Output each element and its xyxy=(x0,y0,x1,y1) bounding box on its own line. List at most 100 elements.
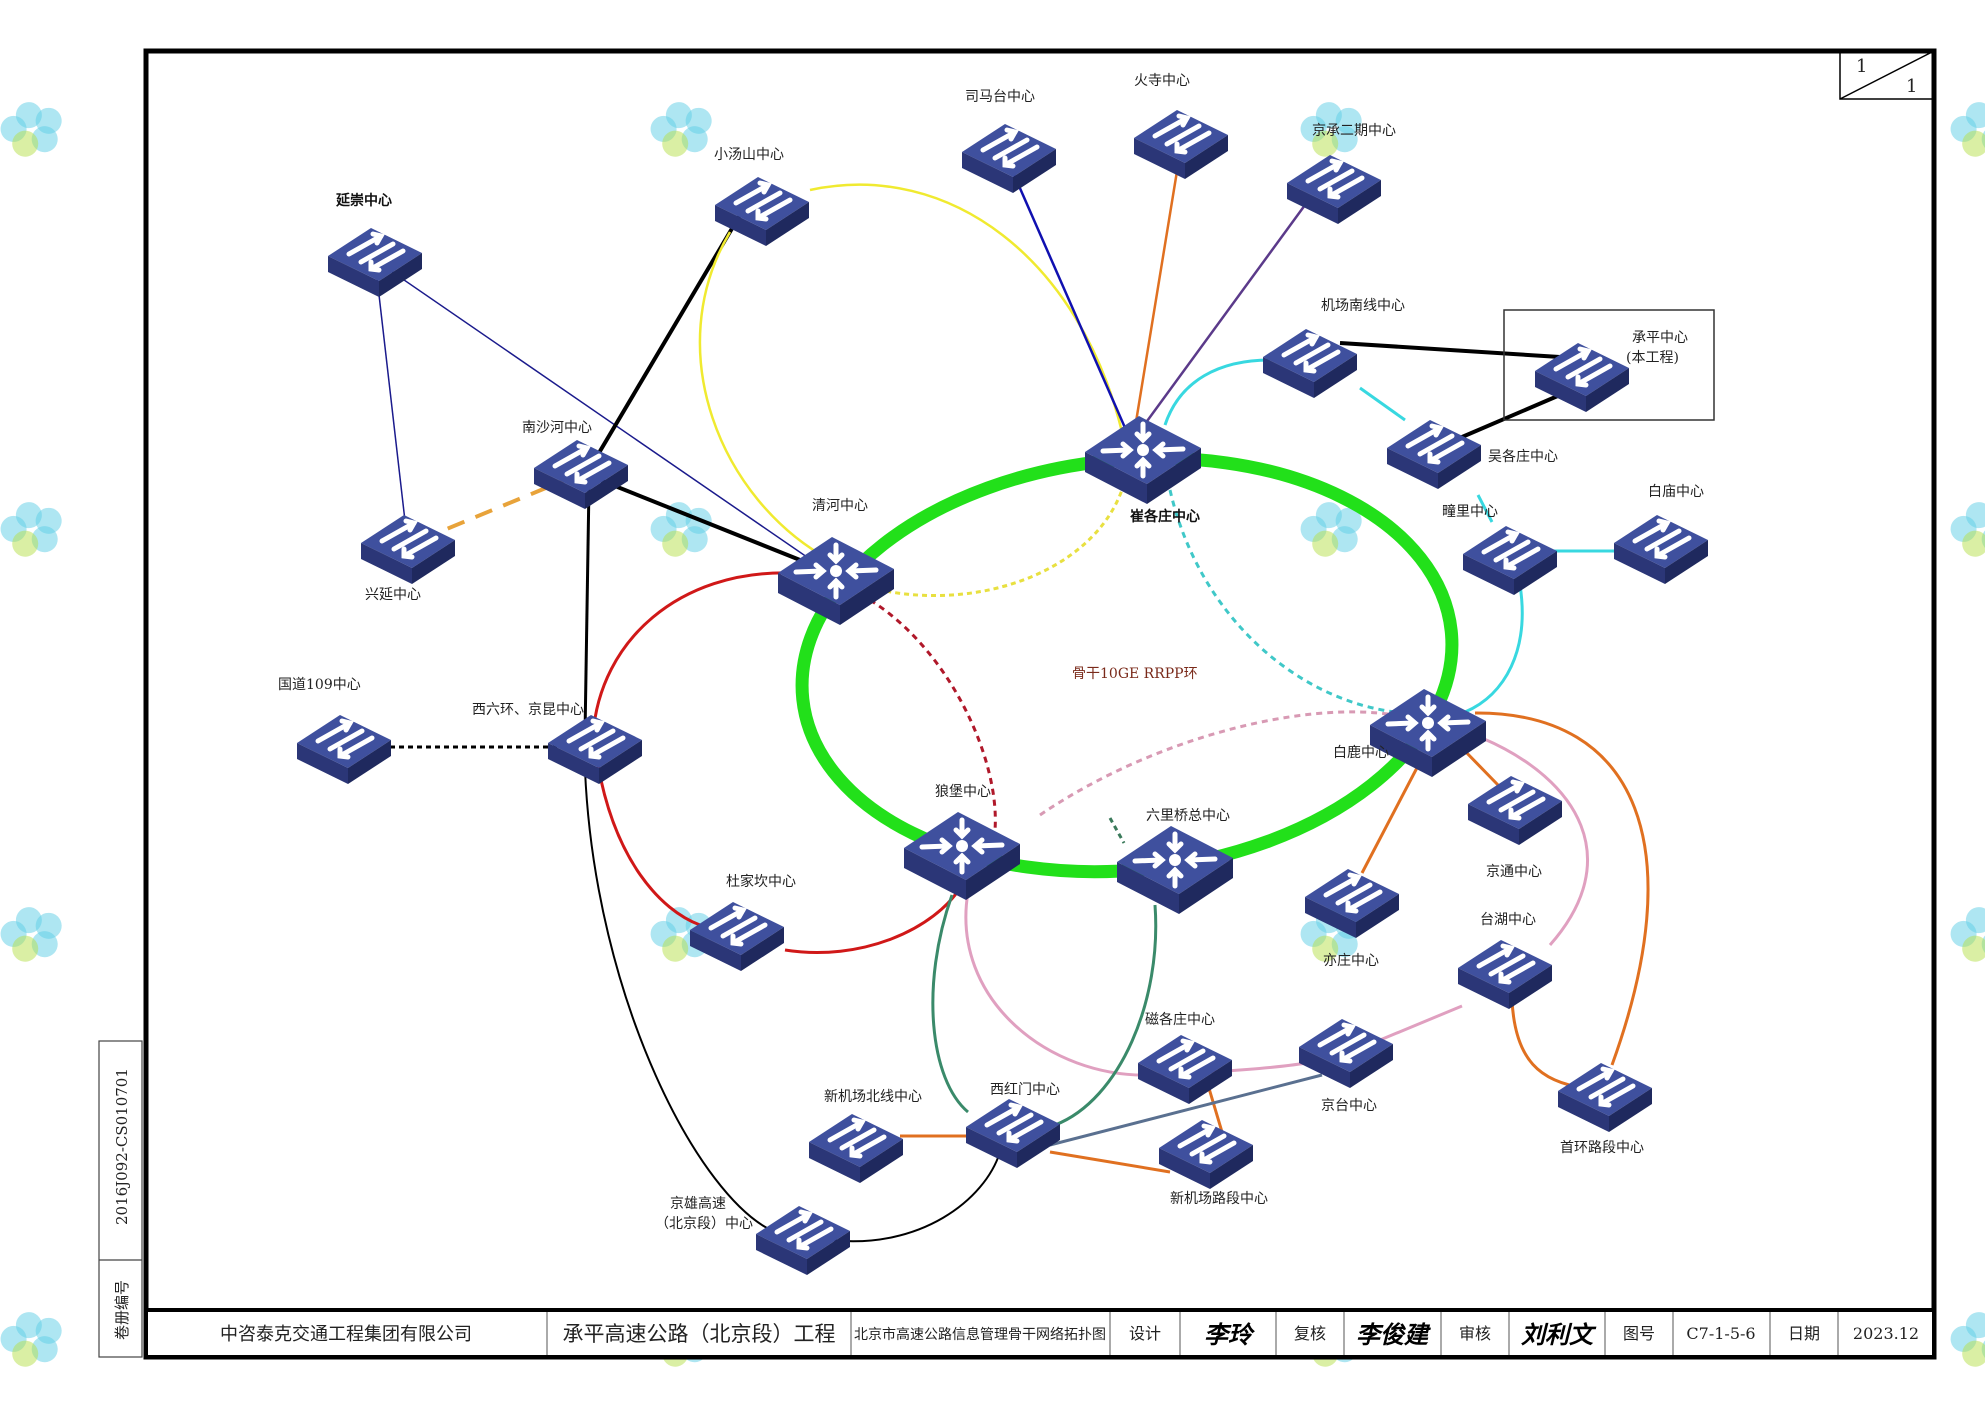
sheet-number: 1 xyxy=(1856,56,1867,77)
node-label: 西红门中心 xyxy=(990,1082,1060,1098)
link-bailu-jingtong xyxy=(1460,746,1500,787)
node-qinghe[interactable]: 清河中心 xyxy=(778,498,894,625)
links xyxy=(374,164,1650,1243)
node-xiaotangshan[interactable]: 小汤山中心 xyxy=(714,147,809,246)
link-qinghe-langbao xyxy=(869,598,997,831)
link-xiliuhuan-qinghe xyxy=(591,571,791,736)
link-jichangnanxian-chengping xyxy=(1339,341,1561,359)
node-langbao[interactable]: 狼堡中心 xyxy=(904,784,1020,900)
node-label: 狼堡中心 xyxy=(935,784,991,800)
node-jingxiong[interactable]: 京雄高速（北京段）中心 xyxy=(655,1195,850,1275)
link-nanshahe-xiaotangshan xyxy=(588,213,742,470)
title-block: 中咨泰克交通工程集团有限公司 承平高速公路（北京段）工程 北京市高速公路信息管理… xyxy=(144,1308,1936,1359)
node-jingcheng2[interactable]: 京承二期中心 xyxy=(1287,123,1396,224)
node-simatai[interactable]: 司马台中心 xyxy=(962,89,1056,193)
node-baimiao[interactable]: 白庙中心 xyxy=(1614,484,1708,584)
node-label: 承平中心 xyxy=(1632,330,1688,346)
project-name: 承平高速公路（北京段）工程 xyxy=(563,1322,836,1346)
link-huosi-cuigezhuang xyxy=(1133,164,1180,429)
link-yanchong-qinghe xyxy=(374,259,837,578)
node-label: 新机场北线中心 xyxy=(824,1089,922,1105)
node-shouhuan[interactable]: 首环路段中心 xyxy=(1558,1063,1652,1156)
node-guodao109[interactable]: 国道109中心 xyxy=(278,677,391,784)
node-label: 杜家坎中心 xyxy=(726,873,796,890)
homedo-watermark-logo xyxy=(650,502,712,557)
node-xihongmen[interactable]: 西红门中心 xyxy=(966,1082,1060,1168)
node-label: 台湖中心 xyxy=(1480,912,1536,928)
node-label: 新机场路段中心 xyxy=(1170,1191,1268,1207)
link-bailu-shouhuan xyxy=(1474,711,1650,1066)
link-nanshahe-xiliuhuan xyxy=(583,484,591,736)
node-label: 京承二期中心 xyxy=(1312,123,1396,139)
link-xihongmen-xinjichanglu xyxy=(1049,1150,1171,1174)
homedo-watermark-logo xyxy=(0,1312,62,1367)
node-label: 白鹿中心 xyxy=(1333,744,1389,761)
node-xiliuhuan[interactable]: 西六环、京昆中心 xyxy=(472,702,642,784)
link-langbao-liuliqiao xyxy=(1108,817,1126,844)
homedo-watermark-logo xyxy=(0,907,62,962)
node-tuanli[interactable]: 疃里中心 xyxy=(1442,503,1557,595)
link-langbao-xihongmen xyxy=(931,894,969,1114)
node-label: 国道109中心 xyxy=(278,677,361,693)
node-taihu[interactable]: 台湖中心 xyxy=(1458,912,1552,1009)
design-signature: 李玲 xyxy=(1204,1320,1255,1349)
node-wugezhuang[interactable]: 吴各庄中心 xyxy=(1387,420,1558,489)
node-label: 清河中心 xyxy=(812,498,868,514)
node-label: 首环路段中心 xyxy=(1560,1140,1644,1156)
node-bailu[interactable]: 白鹿中心 xyxy=(1333,689,1486,777)
link-simatai-cuigezhuang xyxy=(1010,169,1128,431)
node-jingtai[interactable]: 京台中心 xyxy=(1299,1019,1393,1114)
node-dujiakan[interactable]: 杜家坎中心 xyxy=(690,873,796,971)
link-jichangnanxian-wugezhuang xyxy=(1359,386,1406,422)
link-jingxiong-xihongmen xyxy=(829,1151,1001,1243)
homedo-watermark-logo xyxy=(1300,502,1362,557)
node-label: 机场南线中心 xyxy=(1321,298,1405,314)
link-xiaotangshan-qinghe xyxy=(698,231,831,562)
link-yanchong-xingyan xyxy=(374,259,409,548)
review-label: 审核 xyxy=(1459,1324,1491,1343)
node-huosi[interactable]: 火寺中心 xyxy=(1134,73,1228,179)
node-label: 京雄高速 xyxy=(670,1195,726,1212)
node-chengping[interactable]: 承平中心(本工程) xyxy=(1535,330,1688,412)
drawing-title: 北京市高速公路信息管理骨干网络拓扑图 xyxy=(854,1326,1106,1343)
link-xiliuhuan-dujiakan xyxy=(596,764,701,927)
node-nanshahe[interactable]: 南沙河中心 xyxy=(522,420,628,509)
node-xinjichanglu[interactable]: 新机场路段中心 xyxy=(1159,1120,1268,1207)
sheet-number-box: 1 1 xyxy=(1839,50,1935,100)
link-wugezhuang-tuanli xyxy=(1476,494,1494,523)
sheet-total: 1 xyxy=(1906,76,1917,97)
check-signature: 李俊建 xyxy=(1356,1320,1431,1349)
node-label: 磁各庄中心 xyxy=(1145,1011,1215,1028)
homedo-watermark-logo xyxy=(0,502,62,557)
current-project-box xyxy=(1503,309,1715,421)
link-taihu-shouhuan xyxy=(1510,999,1586,1090)
node-label: 京台中心 xyxy=(1321,1098,1377,1114)
backbone-ring-link xyxy=(795,451,1459,879)
homedo-watermark-logo xyxy=(1300,102,1362,157)
node-xinjichangbeixian[interactable]: 新机场北线中心 xyxy=(809,1089,922,1183)
node-liuliqiao[interactable]: 六里桥总中心 xyxy=(1117,808,1233,914)
watermarks xyxy=(0,102,1985,1367)
date-value: 2023.12 xyxy=(1853,1324,1919,1343)
link-jingcheng2-cuigezhuang xyxy=(1140,204,1307,429)
node-yizhuang[interactable]: 亦庄中心 xyxy=(1305,869,1399,969)
node-jingtong[interactable]: 京通中心 xyxy=(1468,776,1562,880)
node-label: 南沙河中心 xyxy=(522,420,592,436)
ring-label: 骨干10GE RRPP环 xyxy=(1072,666,1198,682)
date-label: 日期 xyxy=(1788,1324,1820,1343)
node-label: 崔各庄中心 xyxy=(1130,508,1200,525)
node-label: 西六环、京昆中心 xyxy=(472,702,584,718)
link-langbao-bailu xyxy=(1039,710,1396,817)
node-label: 六里桥总中心 xyxy=(1146,808,1230,824)
link-cuigezhuang-jichangnanxian xyxy=(1163,358,1271,426)
node-label: 延崇中心 xyxy=(335,192,392,209)
node-cigezhuang[interactable]: 磁各庄中心 xyxy=(1138,1011,1232,1104)
node-yanchong[interactable]: 延崇中心 xyxy=(328,192,422,297)
drawing-no: C7-1-5-6 xyxy=(1686,1324,1755,1343)
link-langbao-cigezhuang-jingtai xyxy=(964,891,1313,1077)
node-label: 亦庄中心 xyxy=(1323,952,1379,969)
link-bailu-taihu xyxy=(1481,736,1589,946)
node-cuigezhuang[interactable]: 崔各庄中心 xyxy=(1085,416,1201,525)
node-jichangnanxian[interactable]: 机场南线中心 xyxy=(1263,298,1405,398)
node-xingyan[interactable]: 兴延中心 xyxy=(361,515,455,603)
